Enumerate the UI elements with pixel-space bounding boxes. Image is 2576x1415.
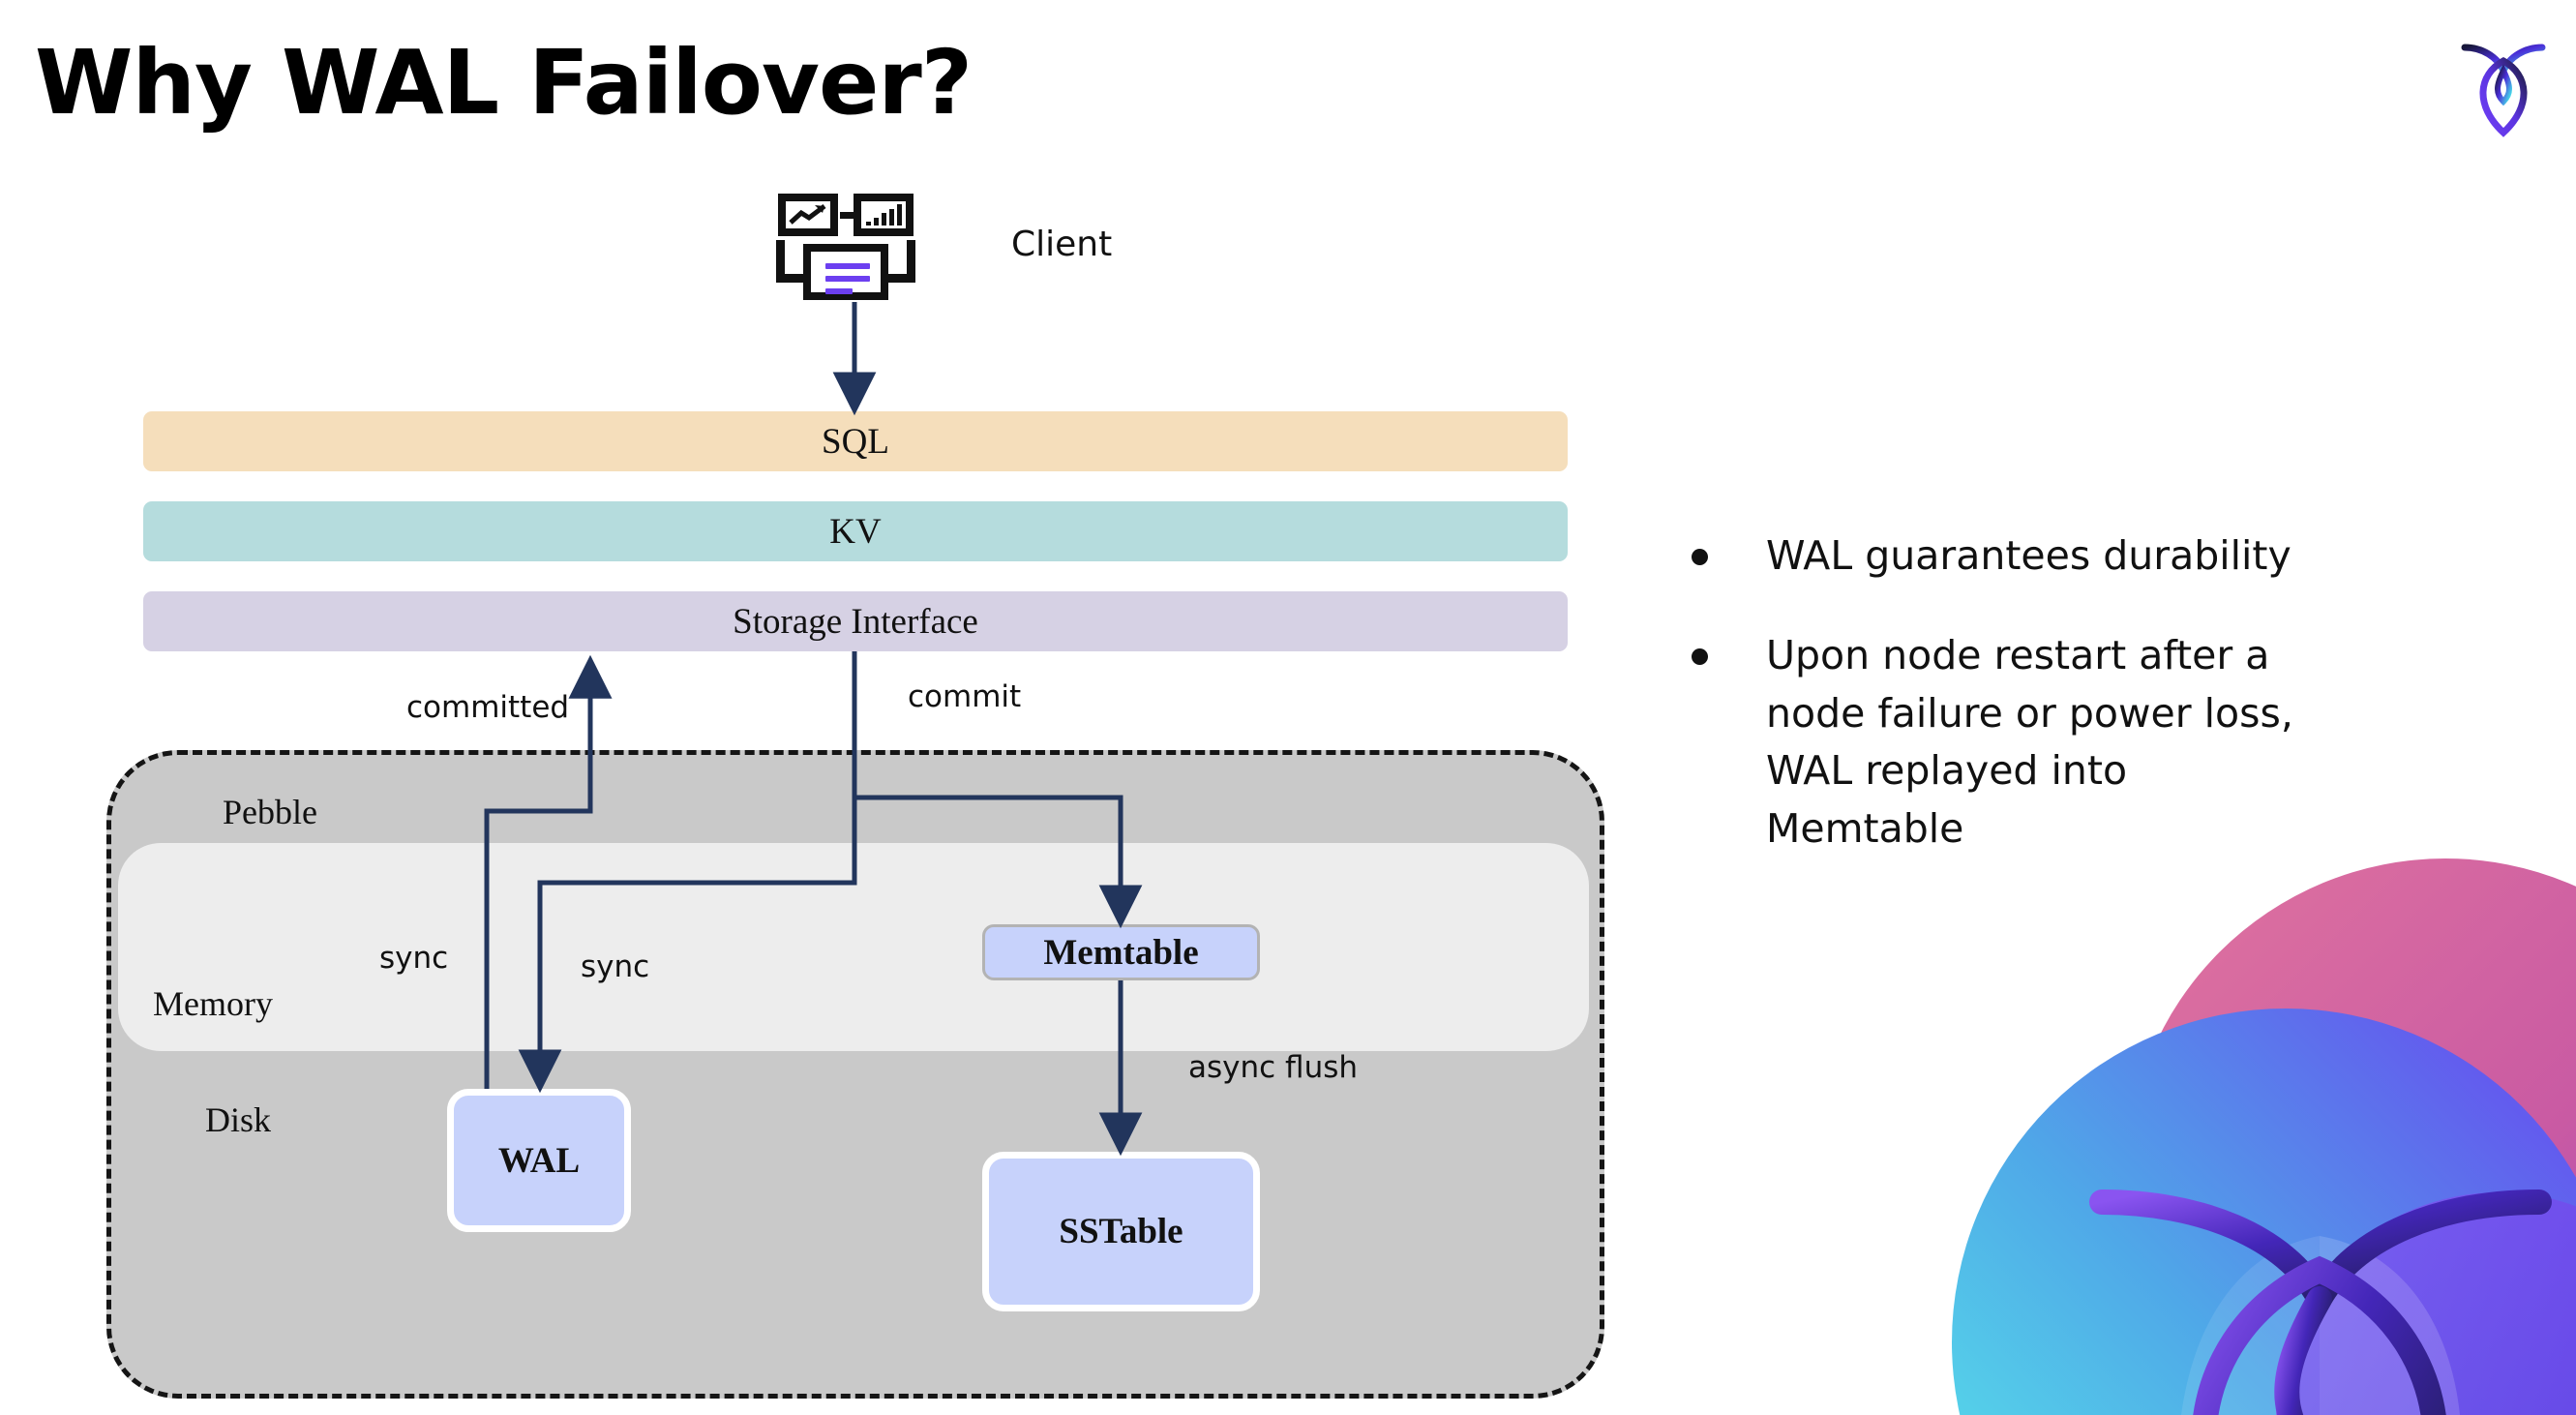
layer-bar-storage: Storage Interface (143, 591, 1568, 651)
list-item: Upon node restart after a node failure o… (1692, 627, 2514, 858)
layer-label-storage: Storage Interface (733, 601, 978, 642)
layer-label-kv: KV (829, 511, 882, 552)
edge-label-sync-right: sync (581, 949, 650, 984)
edge-label-committed: committed (406, 690, 570, 725)
line-chart-icon (778, 194, 838, 236)
bullet-text: WAL guarantees durability (1766, 532, 2291, 579)
bullet-dot-icon (1692, 648, 1708, 666)
cockroachdb-logo (2457, 32, 2550, 138)
edge-label-sync-left: sync (379, 941, 449, 976)
doc-line-2 (825, 276, 870, 282)
bracket-left-icon (776, 240, 803, 283)
bullet-list: WAL guarantees durability Upon node rest… (1692, 527, 2514, 900)
doc-line-3 (825, 288, 853, 294)
list-item: WAL guarantees durability (1692, 527, 2514, 585)
page-title: Why WAL Failover? (35, 31, 973, 135)
edge-label-async-flush: async flush (1188, 1050, 1359, 1085)
dash-icon (840, 212, 854, 219)
document-icon (803, 244, 888, 300)
bullet-text: Upon node restart after a node failure o… (1766, 632, 2293, 852)
node-label-sstable: SSTable (1059, 1212, 1183, 1251)
client-dashboard-icon (774, 194, 929, 300)
memory-label: Memory (153, 984, 273, 1023)
client-label: Client (1011, 225, 1113, 264)
edge-label-commit: commit (908, 679, 1022, 714)
node-memtable: Memtable (982, 924, 1260, 980)
layer-bar-kv: KV (143, 501, 1568, 561)
node-label-wal: WAL (497, 1140, 581, 1181)
node-sstable: SSTable (982, 1152, 1260, 1311)
bar-chart-icon (854, 194, 914, 236)
node-wal: WAL (447, 1089, 631, 1232)
doc-line-1 (825, 263, 870, 269)
disk-label: Disk (205, 1100, 272, 1139)
bracket-right-icon (888, 240, 915, 283)
memory-region (118, 843, 1589, 1051)
bullet-dot-icon (1692, 549, 1708, 565)
pebble-label: Pebble (223, 793, 317, 831)
layer-bar-sql: SQL (143, 411, 1568, 471)
layer-label-sql: SQL (822, 421, 889, 462)
node-label-memtable: Memtable (1043, 932, 1199, 973)
